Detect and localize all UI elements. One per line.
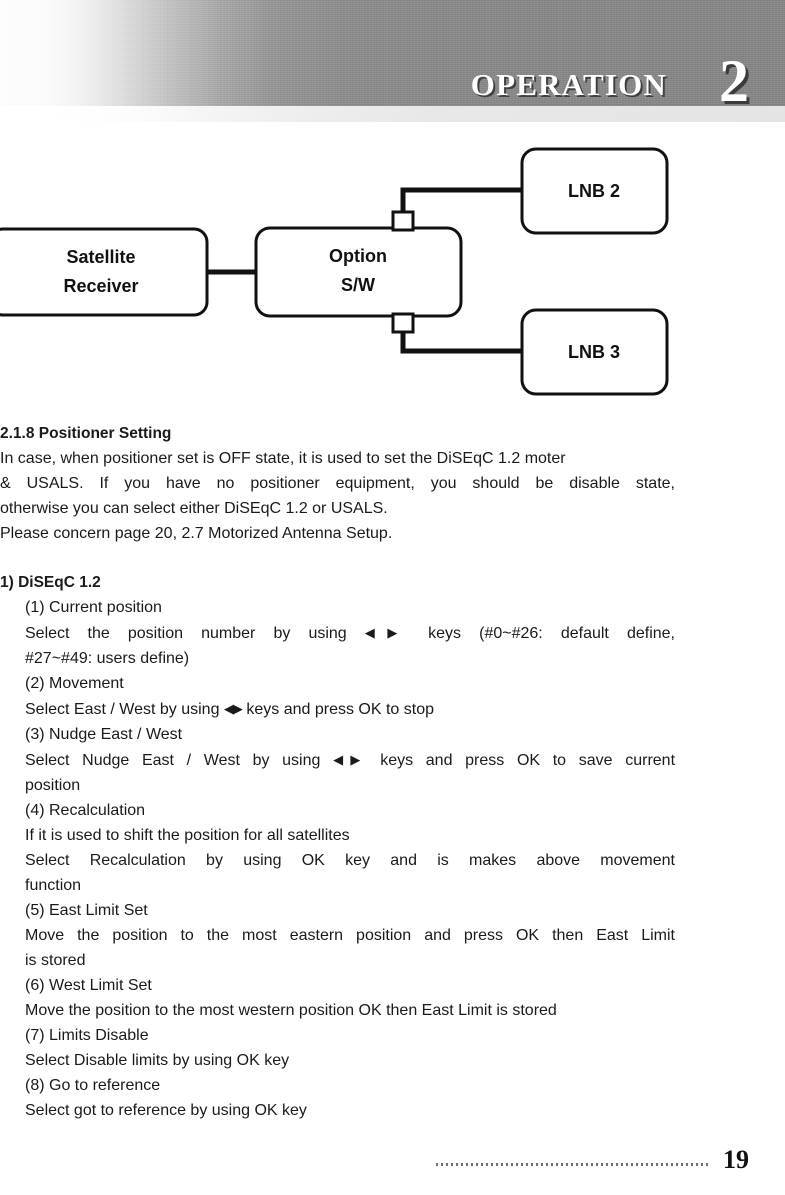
page-body: 2.1.8 Positioner Setting In case, when p… [0, 422, 675, 1123]
paragraph-line: otherwise you can select either DiSEqC 1… [0, 500, 388, 517]
diseqc-item-label: (2) Movement [25, 675, 124, 692]
connector-port-bottom-icon [391, 312, 415, 334]
diagram-box-satellite-receiver: Satellite Receiver [0, 227, 209, 317]
diseqc-item-label: (3) Nudge East / West [25, 726, 183, 743]
line-text-post: keys (#0~#26: default define, [410, 625, 675, 642]
link-option-to-lnb2 [400, 187, 522, 212]
diseqc-item-line: is stored [25, 948, 675, 973]
diseqc-item-label: (5) East Limit Set [25, 902, 148, 919]
footer-dotted-rule [436, 1163, 709, 1166]
paragraph-line: & USALS. If you have no positioner equip… [0, 475, 675, 492]
diseqc-item-line: Select the position number by using ◀▶ k… [25, 620, 675, 646]
diagram-box-label: Option [329, 246, 387, 266]
line-text-pre: Select the position number by using [25, 625, 365, 642]
diagram-box-lnb-3: LNB 3 [520, 308, 669, 396]
line-text-pre: Move the position to the most eastern po… [25, 927, 675, 944]
page-number: 19 [723, 1145, 749, 1174]
diagram-box-label: Satellite [66, 247, 135, 267]
link-option-to-lnb3 [400, 330, 522, 354]
line-text-pre: If it is used to shift the position for … [25, 827, 350, 844]
diseqc-item-label: (1) Current position [25, 599, 162, 616]
section-paragraph: In case, when positioner set is OFF stat… [0, 446, 675, 546]
banner-bottom-fade [0, 106, 785, 122]
paragraph-line: Please concern page 20, 2.7 Motorized An… [0, 525, 393, 542]
chapter-number: 2 [719, 48, 749, 114]
diseqc-item-line: Move the position to the most eastern po… [25, 923, 675, 948]
diseqc-item-line: Select Nudge East / West by using ◀▶ key… [25, 747, 675, 773]
diseqc-item-line: Select Recalculation by using OK key and… [25, 848, 675, 873]
line-text-pre: is stored [25, 952, 86, 969]
diagram-box-label: LNB 3 [568, 342, 620, 362]
banner-texture [0, 0, 785, 122]
section-spacer [0, 546, 675, 570]
page-title: OPERATION [470, 67, 667, 102]
line-text-pre: Select East / West by using [25, 701, 224, 718]
diseqc-heading: 1) DiSEqC 1.2 [0, 574, 101, 591]
diagram-box-label: Receiver [63, 276, 138, 296]
option-switch-block-diagram: Satellite Receiver Option S/W LNB 2 LNB … [0, 134, 785, 406]
line-text-pre: Select Disable limits by using OK key [25, 1052, 290, 1069]
line-text-post: keys and press OK to save current [367, 752, 676, 769]
left-right-arrow-keys-icon: ◀▶ [223, 701, 243, 716]
line-text-post: keys and press OK to stop [241, 701, 434, 718]
diseqc-item-line: If it is used to shift the position for … [25, 823, 675, 848]
left-right-arrow-keys-icon: ◀▶ [333, 752, 368, 767]
diseqc-item-line: position [25, 773, 675, 798]
diseqc-item-line: Select got to reference by using OK key [25, 1098, 675, 1123]
diseqc-item-line: Select East / West by using ◀▶ keys and … [25, 696, 675, 722]
line-text-pre: function [25, 877, 82, 894]
line-text-pre: #27~#49: users define) [25, 650, 190, 667]
line-text-pre: Select Recalculation by using OK key and… [25, 852, 675, 869]
diagram-box-lnb-2: LNB 2 [520, 147, 669, 235]
diagram-connectors [207, 187, 522, 354]
diseqc-item-label: (7) Limits Disable [25, 1027, 149, 1044]
section-heading: 2.1.8 Positioner Setting [0, 425, 172, 442]
diseqc-item-line: #27~#49: users define) [25, 646, 675, 671]
line-text-pre: Move the position to the most western po… [25, 1002, 557, 1019]
diseqc-item-label: (8) Go to reference [25, 1077, 161, 1094]
connector-port-top-icon [391, 210, 415, 232]
diseqc-item-label: (6) West Limit Set [25, 977, 152, 994]
diseqc-item-label: (4) Recalculation [25, 802, 146, 819]
page-footer: 19 [0, 1147, 785, 1173]
diagram-box-label: LNB 2 [568, 181, 620, 201]
chapter-header-banner: OPERATION 2 [0, 0, 785, 122]
line-text-pre: position [25, 777, 81, 794]
diagram-box-label: S/W [341, 275, 375, 295]
line-text-pre: Select Nudge East / West by using [25, 752, 334, 769]
left-right-arrow-keys-icon: ◀▶ [364, 625, 411, 640]
diseqc-item-line: Move the position to the most western po… [25, 998, 675, 1023]
diseqc-item-line: function [25, 873, 675, 898]
diagram-box-option-sw: Option S/W [254, 226, 463, 318]
paragraph-line: In case, when positioner set is OFF stat… [0, 450, 566, 467]
diseqc-item-line: Select Disable limits by using OK key [25, 1048, 675, 1073]
line-text-pre: Select got to reference by using OK key [25, 1102, 307, 1119]
